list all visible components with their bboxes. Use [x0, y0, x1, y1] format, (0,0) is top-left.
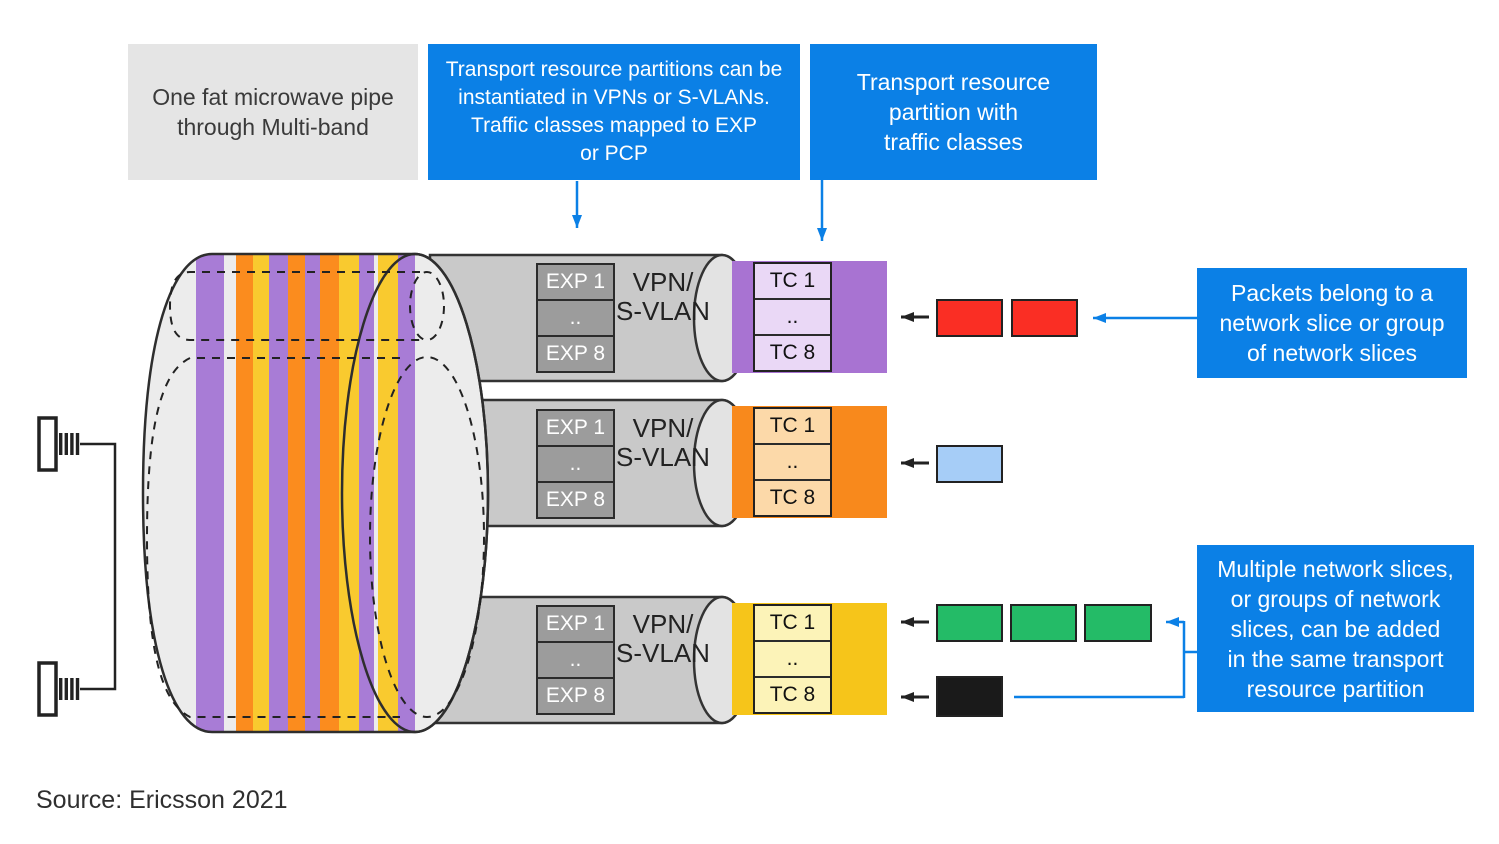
vpn-label-row3: VPN/ S-VLAN — [616, 609, 710, 668]
microwave-pipe — [141, 252, 490, 734]
antenna-feeder-lines — [80, 442, 117, 691]
exp-cell: .. — [538, 641, 613, 677]
packet-black — [936, 676, 1003, 717]
tc-cell: TC 1 — [755, 264, 830, 298]
pipe-label: One fat microwave pipe through Multi-ban… — [128, 44, 418, 180]
callout-packets-belong: Packets belong to a network slice or gro… — [1197, 268, 1467, 378]
packet-green-3 — [1084, 604, 1152, 642]
tc-band-purple: TC 1 .. TC 8 — [732, 261, 887, 373]
tc-band-orange: TC 1 .. TC 8 — [732, 406, 887, 518]
exp-cell: EXP 1 — [538, 265, 613, 299]
callout-partition-traffic: Transport resource partition with traffi… — [810, 44, 1097, 180]
exp-cell: EXP 1 — [538, 411, 613, 445]
callout-connectors — [572, 177, 1197, 699]
vpn-label-row1: VPN/ S-VLAN — [616, 267, 710, 326]
tc-cell: TC 8 — [755, 334, 830, 370]
exp-cell: EXP 1 — [538, 607, 613, 641]
tc-cell: .. — [755, 443, 830, 479]
tc-cell: TC 8 — [755, 676, 830, 712]
exp-cell: EXP 8 — [538, 335, 613, 371]
tc-cell: TC 1 — [755, 606, 830, 640]
vpn-label-row2: VPN/ S-VLAN — [616, 413, 710, 472]
packet-red-2 — [1011, 299, 1078, 337]
exp-box-row3: EXP 1 .. EXP 8 — [536, 605, 615, 715]
exp-cell: .. — [538, 445, 613, 481]
packet-green-2 — [1010, 604, 1077, 642]
tc-cell: TC 8 — [755, 479, 830, 515]
pipe-endcap-ellipse — [340, 252, 490, 734]
source-credit: Source: Ericsson 2021 — [36, 786, 288, 814]
exp-cell: EXP 8 — [538, 481, 613, 517]
exp-cell: .. — [538, 299, 613, 335]
callout-partition-instantiation: Transport resource partitions can be ins… — [428, 44, 800, 180]
spectrum-stripes — [196, 254, 415, 732]
tc-band-yellow: TC 1 .. TC 8 — [732, 603, 887, 715]
tc-cell: .. — [755, 640, 830, 676]
packet-green-1 — [936, 604, 1003, 642]
tc-cell: .. — [755, 298, 830, 334]
antenna-bottom-icon — [37, 661, 80, 717]
dashed-partitions — [145, 271, 485, 718]
callout-multiple-slices: Multiple network slices, or groups of ne… — [1197, 545, 1474, 712]
packet-arrows — [901, 312, 929, 702]
packet-red-1 — [936, 299, 1003, 337]
tc-box-row3: TC 1 .. TC 8 — [753, 604, 832, 714]
tc-cell: TC 1 — [755, 409, 830, 443]
exp-box-row1: EXP 1 .. EXP 8 — [536, 263, 615, 373]
antenna-top-icon — [37, 416, 80, 472]
exp-box-row2: EXP 1 .. EXP 8 — [536, 409, 615, 519]
packet-blue — [936, 445, 1003, 483]
exp-cell: EXP 8 — [538, 677, 613, 713]
tc-box-row2: TC 1 .. TC 8 — [753, 407, 832, 517]
tc-box-row1: TC 1 .. TC 8 — [753, 262, 832, 372]
